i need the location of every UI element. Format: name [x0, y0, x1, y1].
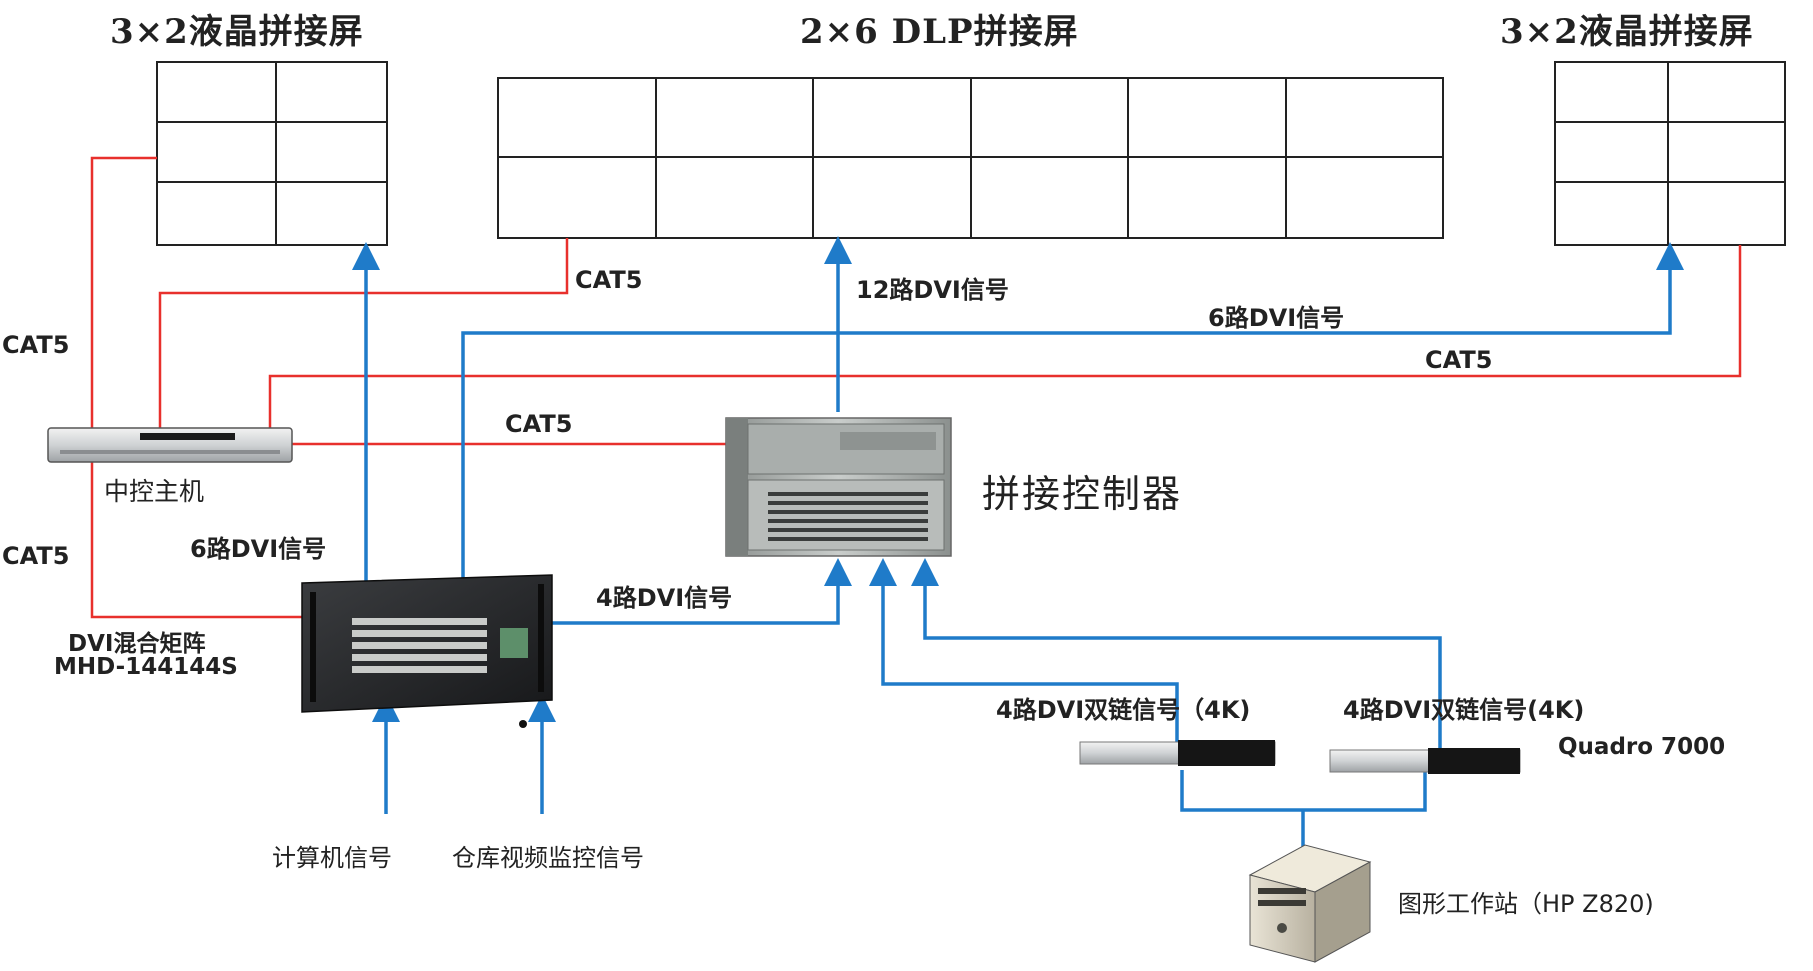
gpu-card-2 [1329, 748, 1521, 774]
workstation-label: 图形工作站（HP Z820) [1398, 890, 1654, 918]
cat5-dlp-label: CAT5 [575, 266, 643, 294]
right-lcd-wall [1554, 61, 1786, 246]
cat5-left-bottom-label: CAT5 [2, 542, 70, 570]
gpu-model-label: Quadro 7000 [1558, 734, 1726, 760]
right-lcd-title: 3×2液晶拼接屏 [1500, 12, 1754, 52]
cat5-left-top-label: CAT5 [2, 331, 70, 359]
splicing-controller-label: 拼接控制器 [982, 472, 1183, 516]
cctv-signal-label: 仓库视频监控信号 [452, 844, 644, 872]
matrix-name-label: DVI混合矩阵 [68, 631, 206, 657]
left-lcd-wall [156, 61, 388, 246]
cat5-mid-label: CAT5 [505, 410, 573, 438]
central-host-device [47, 427, 293, 463]
dlp-title: 2×6 DLP拼接屏 [800, 12, 1079, 52]
dvi6-left-label: 6路DVI信号 [190, 535, 327, 563]
cat5-right-label: CAT5 [1425, 346, 1493, 374]
computer-signal-label: 计算机信号 [272, 844, 392, 872]
dlp-wall [497, 77, 1444, 239]
dvi6-right-label: 6路DVI信号 [1208, 304, 1345, 332]
dual-link-2-label: 4路DVI双链信号(4K) [1343, 696, 1585, 724]
dual-link-1-label: 4路DVI双链信号（4K) [996, 696, 1251, 724]
dvi4-label: 4路DVI信号 [596, 584, 733, 612]
gpu-card-1 [1079, 740, 1276, 766]
central-host-label: 中控主机 [104, 477, 205, 506]
dvi12-label: 12路DVI信号 [856, 276, 1009, 304]
splicing-controller-device [725, 417, 952, 557]
dvi-matrix-device [301, 574, 553, 728]
matrix-model-label: MHD-144144S [54, 654, 238, 680]
workstation-tower [1248, 844, 1372, 963]
left-lcd-title: 3×2液晶拼接屏 [110, 12, 364, 52]
cat5-lines [90, 156, 1742, 619]
dvi-lines [352, 236, 1684, 850]
